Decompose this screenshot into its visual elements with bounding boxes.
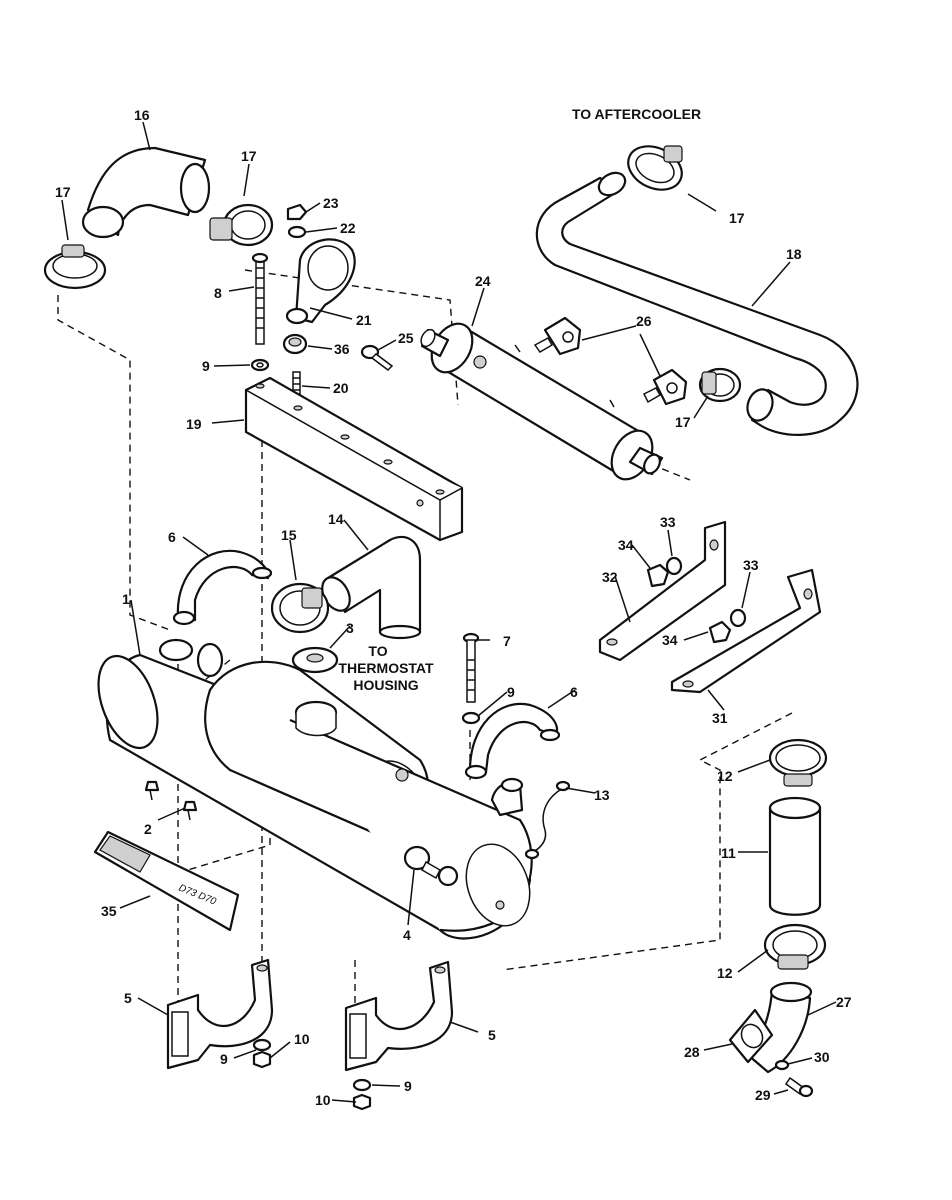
washer-33-upper [665, 556, 683, 576]
bolt-29 [784, 1076, 814, 1098]
callout-32: 32 [602, 569, 618, 585]
fitting-26-lower [642, 368, 688, 406]
clamp-12-lower [763, 923, 827, 970]
callout-6-right: 6 [570, 684, 578, 700]
callout-21: 21 [356, 312, 372, 328]
callout-5-left: 5 [124, 990, 132, 1006]
stud-8 [251, 252, 269, 345]
callout-numbers: 16 17 17 8 9 19 23 22 21 36 25 20 24 26 … [55, 107, 852, 1108]
callout-35: 35 [101, 903, 117, 919]
clamp-17-right [698, 367, 742, 403]
callout-29: 29 [755, 1087, 771, 1103]
callout-12-lower: 12 [717, 965, 733, 981]
decal-35: D73 D70 [93, 830, 240, 932]
nut-34-lower [708, 620, 732, 644]
washer-33-lower [729, 608, 747, 628]
callout-34-upper: 34 [618, 537, 634, 553]
clamp-17-upper [209, 203, 274, 247]
leader-lines [61, 121, 837, 1103]
clamp-15 [270, 582, 330, 634]
wire-13 [524, 780, 571, 860]
washer-nut-9-10-right [352, 1078, 372, 1111]
nut-34-upper [646, 563, 670, 588]
saddle-5-right [344, 960, 454, 1072]
note-to: TO [368, 643, 387, 659]
bolt-25 [360, 344, 394, 371]
gasket-28 [728, 1008, 774, 1064]
clamp-17-aftercooler [627, 145, 683, 191]
strap-6-right [464, 702, 561, 780]
callout-9-upper: 9 [202, 358, 210, 374]
elbow-hose-16 [81, 146, 211, 239]
callout-9-left: 9 [220, 1051, 228, 1067]
mounting-bar-19 [244, 376, 464, 542]
callout-17-left: 17 [55, 184, 71, 200]
callout-2: 2 [144, 821, 152, 837]
clamp-17-left [43, 244, 107, 290]
bolt-7 [462, 632, 480, 703]
callout-13: 13 [594, 787, 610, 803]
heat-exchanger-24 [420, 322, 664, 481]
callout-30: 30 [814, 1049, 830, 1065]
callout-17-aftercooler: 17 [729, 210, 745, 226]
callout-9-right: 9 [404, 1078, 412, 1094]
washer-nut-9-10-left [252, 1038, 272, 1069]
callout-31: 31 [712, 710, 728, 726]
callout-10-left: 10 [294, 1031, 310, 1047]
note-to-aftercooler: TO AFTERCOOLER [572, 106, 701, 122]
callout-33-lower: 33 [743, 557, 759, 573]
callout-28: 28 [684, 1044, 700, 1060]
callout-18: 18 [786, 246, 802, 262]
callout-4: 4 [403, 927, 411, 943]
callout-33-upper: 33 [660, 514, 676, 530]
callout-20: 20 [333, 380, 349, 396]
hose-11 [768, 796, 822, 916]
nut-23 [286, 203, 308, 221]
callout-11: 11 [721, 845, 736, 861]
callout-3: 3 [346, 620, 354, 636]
clamp-12-upper [768, 738, 828, 787]
saddle-5-left [166, 958, 274, 1070]
elbow-27 [746, 981, 813, 1074]
fitting-26-upper [533, 316, 582, 356]
callout-1: 1 [122, 591, 130, 607]
clip-21 [285, 238, 356, 325]
callout-17-right: 17 [675, 414, 691, 430]
note-housing: HOUSING [353, 677, 418, 693]
callout-7: 7 [503, 633, 511, 649]
callout-22: 22 [340, 220, 356, 236]
washer-9-strap [461, 711, 481, 725]
callout-12-upper: 12 [717, 768, 733, 784]
callout-5-right: 5 [488, 1027, 496, 1043]
plug-4 [403, 845, 459, 887]
hose-18 [535, 171, 859, 436]
note-thermostat: THERMOSTAT [338, 660, 434, 676]
callout-26: 26 [636, 313, 652, 329]
washer-22 [287, 225, 307, 239]
callout-6-left: 6 [168, 529, 176, 545]
callout-9-strap: 9 [507, 684, 515, 700]
nut-36 [282, 333, 308, 355]
strap-6-left [172, 549, 273, 626]
cap-3 [291, 646, 339, 674]
callout-15: 15 [281, 527, 297, 543]
bracket-31 [670, 568, 822, 694]
callout-19: 19 [186, 416, 202, 432]
callout-34-lower: 34 [662, 632, 678, 648]
callout-16: 16 [134, 107, 150, 123]
callout-23: 23 [323, 195, 339, 211]
callout-8: 8 [214, 285, 222, 301]
bracket-32 [598, 520, 727, 662]
callout-14: 14 [328, 511, 344, 527]
callout-17-top: 17 [241, 148, 257, 164]
elbow-14 [321, 535, 422, 640]
washer-30 [774, 1059, 790, 1071]
washer-9-upper [250, 358, 270, 372]
callout-24: 24 [475, 273, 491, 289]
callout-27: 27 [836, 994, 852, 1010]
callout-10-right: 10 [315, 1092, 331, 1108]
callout-25: 25 [398, 330, 414, 346]
callout-36: 36 [334, 341, 350, 357]
